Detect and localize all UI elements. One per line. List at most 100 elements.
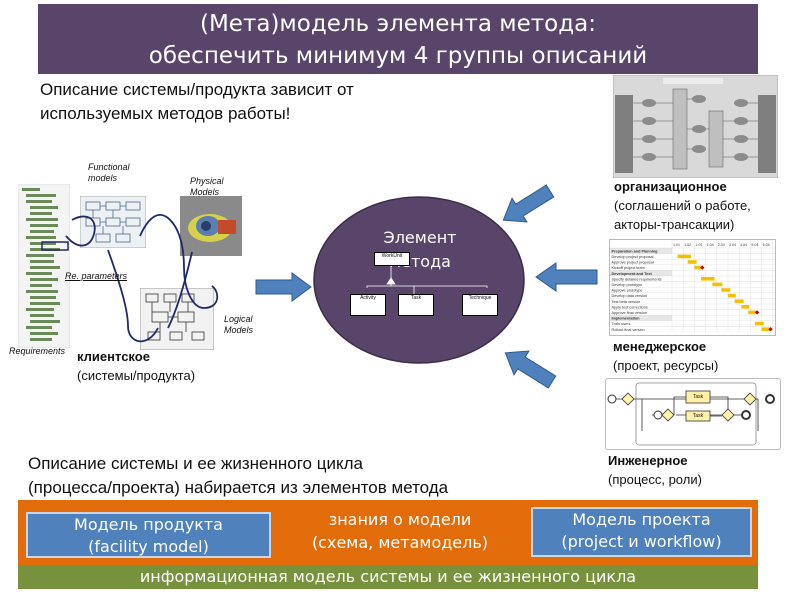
gantt-row-label: Approve project proposal: [612, 261, 654, 265]
gantt-bar: [761, 327, 770, 331]
project-model-box: Модель проекта (project и workflow): [531, 507, 752, 557]
gantt-row-label: Develop prototype: [612, 283, 643, 287]
requirements-tree-image: [18, 184, 70, 348]
functional-models-label: Functional models: [88, 162, 130, 183]
gantt-header: 4.04: [740, 243, 747, 247]
intro-line-1: Описание системы/продукта зависит от: [40, 80, 354, 99]
client-group-desc: (системы/продукта): [77, 368, 196, 383]
gantt-bar: [687, 260, 697, 264]
uml-connectors: [366, 266, 488, 294]
gantt-header: 6.04: [763, 243, 770, 247]
uml-activity-box: Activity: [350, 294, 386, 316]
gantt-header: 1.02: [684, 243, 691, 247]
management-group-desc: (проект, ресурсы): [613, 358, 719, 373]
uml-technique-box: Technique: [462, 294, 498, 316]
logical-model-image: [140, 288, 214, 350]
gantt-row-label: Approve final version: [612, 311, 647, 315]
client-diagram: Functional models Physical Models Re. pa…: [8, 158, 258, 358]
gantt-milestone: [754, 310, 760, 315]
gantt-header: 1.01: [673, 243, 680, 247]
gantt-row-label: Train users: [612, 322, 631, 326]
project-model-subtitle: (project и workflow): [561, 532, 722, 551]
gantt-row-label: Rollout final version: [612, 328, 645, 332]
uml-workunit-box: WorkUnit: [374, 252, 410, 266]
physical-models-label: Physical Models: [190, 176, 224, 197]
info-model-band: информационная модель системы и ее жизне…: [18, 565, 758, 589]
bpmn-task-top: Task: [692, 394, 704, 400]
gantt-section-bg: [610, 248, 672, 254]
gantt-bar: [754, 321, 764, 326]
gantt-row-label: Test beta version: [612, 300, 641, 304]
gantt-row-label: Kickoff project team: [612, 266, 645, 270]
gantt-bar: [701, 277, 715, 281]
gantt-milestone: [700, 265, 705, 270]
management-group: менеджерское (проект, ресурсы): [613, 338, 718, 375]
gantt-header: 5.04: [751, 243, 758, 247]
gantt-bar: [734, 299, 744, 303]
gantt-section-bg: [610, 270, 672, 276]
engineering-group-desc: (процесс, роли): [608, 472, 702, 487]
client-group-name: клиентское: [77, 349, 150, 364]
re-parameters-label: Re. parameters: [65, 271, 128, 281]
gantt-row-label: Develop project proposal: [612, 255, 654, 259]
gantt-header: 1.03: [695, 243, 702, 247]
gantt-row-label: Specify detailed requirements: [612, 277, 662, 281]
gantt-bar: [728, 293, 736, 298]
intro-text: Описание системы/продукта зависит от исп…: [40, 78, 354, 126]
intro-line-2: используемых методов работы!: [40, 104, 291, 123]
slide-title: (Мета)модель элемента метода: обеспечить…: [38, 4, 758, 74]
organizational-group-desc-1: (соглашений о работе,: [614, 198, 751, 213]
method-element-ellipse: [313, 196, 525, 364]
gantt-milestone: [768, 327, 773, 332]
arrow-from-engineering: [504, 350, 557, 389]
gantt-bar: [694, 265, 702, 270]
gantt-row-label: Development and Test: [612, 272, 653, 276]
knowledge-title: знания о модели: [328, 510, 472, 529]
uml-diagram: WorkUnit Activity Task Technique: [342, 250, 502, 320]
gantt-row-label: Develop data version: [612, 294, 648, 298]
requirements-label: Requirements: [9, 346, 66, 356]
organizational-group-desc-2: акторы-трансакции): [614, 217, 735, 232]
logical-models-label: Logical Models: [224, 314, 254, 335]
gantt-section-bg: [610, 315, 672, 321]
gantt-bar: [677, 254, 692, 259]
arrow-from-organizational: [502, 184, 555, 223]
knowledge-label: знания о модели (схема, метамодель): [270, 508, 530, 554]
client-diagram-connectors: [65, 214, 219, 343]
gantt-row-label: Approve prototype: [612, 289, 643, 293]
summary-line-2: (процесса/проекта) набирается из элемент…: [28, 478, 449, 497]
engineering-group: Инженерное (процесс, роли): [608, 452, 702, 489]
gantt-row-label: Preparation and Planning: [612, 249, 659, 253]
organizational-group: организационное (соглашений о работе, ак…: [614, 178, 751, 234]
organizational-diagram-image: [613, 75, 778, 178]
product-model-subtitle: (facility model): [88, 537, 209, 556]
bpmn-diagram-image: Task Task: [605, 378, 781, 450]
gantt-bar: [712, 282, 723, 287]
organizational-group-name: организационное: [614, 179, 727, 194]
bpmn-shapes: [607, 382, 775, 446]
client-group: клиентское (системы/продукта): [77, 348, 195, 385]
project-model-title: Модель проекта: [572, 510, 711, 529]
gantt-row-label: Implementation: [612, 317, 641, 321]
engineering-group-name: Инженерное: [608, 453, 688, 468]
summary-line-1: Описание системы и ее жизненного цикла: [28, 454, 363, 473]
arrow-from-management: [535, 262, 598, 292]
knowledge-subtitle: (схема, метамодель): [311, 533, 489, 552]
summary-text: Описание системы и ее жизненного цикла (…: [28, 452, 448, 500]
uml-task-box: Task: [398, 294, 434, 316]
gantt-header: 3.04: [729, 243, 736, 247]
title-line-1: (Мета)модель элемента метода:: [199, 11, 596, 37]
management-group-name: менеджерское: [613, 339, 707, 354]
physical-model-image: [180, 196, 242, 256]
gantt-bar: [721, 288, 731, 292]
product-model-title: Модель продукта: [74, 515, 223, 534]
gantt-bar: [741, 305, 750, 309]
gantt-bar: [748, 310, 756, 315]
product-model-box: Модель продукта (facility model): [26, 512, 271, 558]
bpmn-task-bottom: Task: [692, 413, 704, 419]
arrow-from-client: [255, 272, 312, 302]
title-line-2: обеспечить минимум 4 группы описаний: [148, 43, 648, 69]
gantt-row-label: Apply test corrections: [612, 305, 648, 309]
